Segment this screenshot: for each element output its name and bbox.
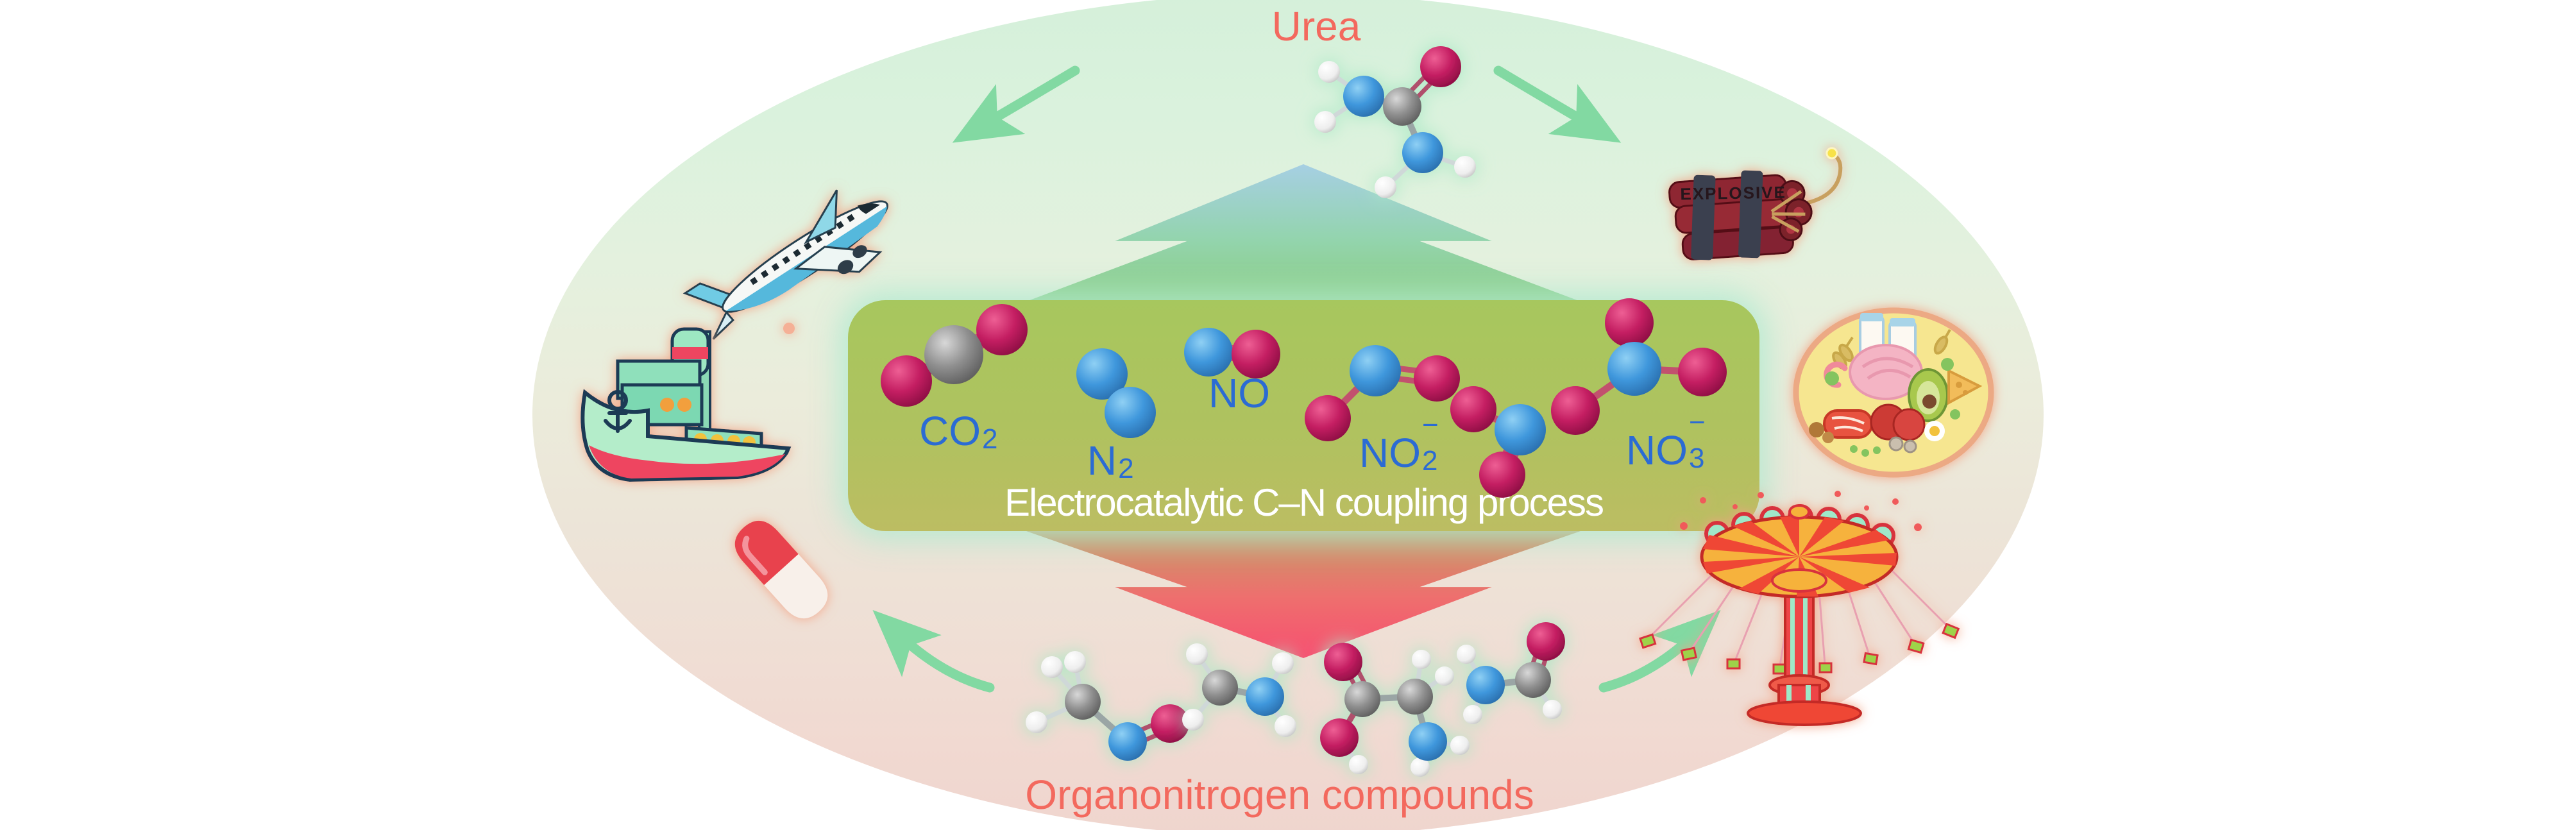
- formula-no-label: NO: [1208, 369, 1270, 417]
- formula-no2-sup: −: [1422, 409, 1439, 441]
- formula-n2-main: N: [1087, 437, 1117, 484]
- formula-no3-main: NO: [1626, 427, 1688, 473]
- formula-no2-main: NO: [1359, 430, 1421, 476]
- formula-no2-sub: 2: [1422, 445, 1438, 477]
- formula-no-main: NO: [1208, 370, 1270, 416]
- process-title: Electrocatalytic C–N coupling process: [1004, 481, 1604, 524]
- formula-no3-sub: 3: [1689, 443, 1705, 474]
- formula-n2-sub: 2: [1118, 453, 1134, 484]
- formula-co2-sub: 2: [982, 423, 998, 455]
- organonitrogen-label: Organonitrogen compounds: [1025, 772, 1534, 818]
- formula-co2-main: CO: [919, 408, 981, 454]
- urea-label: Urea: [1271, 3, 1361, 49]
- formula-no3-sup: −: [1689, 407, 1706, 438]
